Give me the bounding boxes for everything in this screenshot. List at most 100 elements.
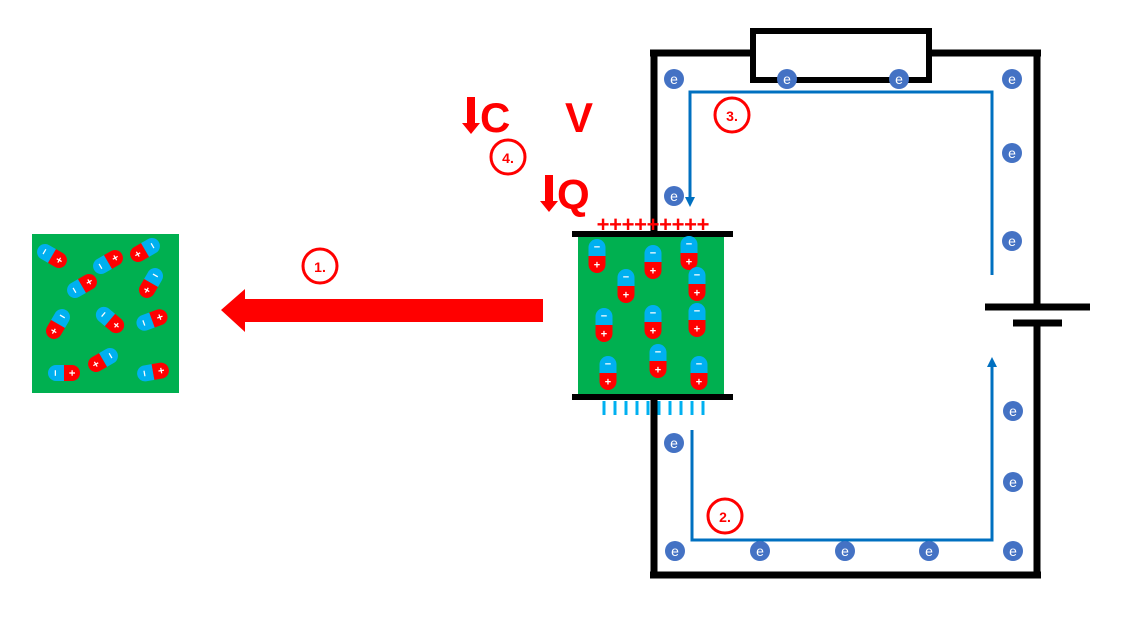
current-path-bottom — [690, 357, 997, 542]
electron-symbol: e — [1008, 233, 1016, 249]
minus-sign: − — [103, 350, 117, 362]
positive-charge: + — [634, 212, 647, 237]
minus-sign: − — [94, 260, 108, 272]
dipole: −+ — [617, 269, 635, 303]
dipole: −+ — [37, 244, 67, 268]
electron: e — [664, 186, 684, 206]
electron-symbol: e — [925, 543, 933, 559]
step-3-label: 3. — [726, 108, 738, 124]
plus-sign: + — [605, 377, 611, 389]
minus-sign: − — [694, 306, 700, 318]
plus-sign: + — [694, 288, 700, 300]
dipole: −+ — [644, 305, 662, 339]
aligned-dipoles: −+−+−+−+−+−+−+−+−+−+−+ — [588, 236, 708, 390]
capacitance-label: C — [480, 94, 510, 141]
down-arrow-icon — [540, 175, 558, 212]
plus-sign: + — [594, 260, 600, 272]
positive-charge: + — [622, 212, 635, 237]
minus-sign: − — [50, 370, 62, 376]
dipole: −+ — [595, 308, 613, 342]
random-dipoles: −+−+−+−+−+−+−+−+−+−+−+ — [37, 238, 169, 382]
electron-symbol: e — [671, 543, 679, 559]
minus-sign: − — [149, 269, 161, 283]
plus-sign: + — [655, 365, 661, 377]
step-1: 1. — [301, 247, 339, 285]
minus-sign: − — [145, 240, 159, 252]
electron: e — [664, 69, 684, 89]
positive-charge: + — [672, 212, 685, 237]
charge-decrease: Q — [540, 171, 590, 218]
plus-sign: + — [141, 284, 153, 298]
minus-sign: − — [655, 347, 661, 359]
minus-sign: − — [623, 272, 629, 284]
electron-symbol: e — [1009, 403, 1017, 419]
electron-symbol: e — [1009, 543, 1017, 559]
minus-sign: − — [605, 359, 611, 371]
plus-sign: + — [88, 359, 102, 371]
electron: e — [919, 541, 939, 561]
step-1-label: 1. — [314, 259, 326, 275]
electron-symbol: e — [756, 543, 764, 559]
minus-sign: − — [694, 270, 700, 282]
top-plate-positive-charges: +++++++++ — [597, 212, 710, 237]
plus-sign: + — [650, 266, 656, 278]
electron: e — [889, 69, 909, 89]
electron: e — [1002, 231, 1022, 251]
dipole: −+ — [88, 348, 118, 372]
minus-sign: − — [594, 242, 600, 254]
removal-arrow — [221, 289, 543, 332]
circuit — [650, 28, 1090, 579]
positive-charge: + — [609, 212, 622, 237]
electron: e — [835, 541, 855, 561]
plus-sign: + — [650, 326, 656, 338]
electron-symbol: e — [1009, 474, 1017, 490]
dipole: −+ — [588, 239, 606, 273]
dipole: −+ — [93, 250, 123, 274]
charge-label: Q — [557, 171, 590, 218]
plus-sign: + — [48, 325, 60, 339]
plus-sign: + — [154, 312, 167, 322]
removed-dielectric: −+−+−+−+−+−+−+−+−+−+−+ — [32, 234, 179, 393]
step-2-label: 2. — [719, 509, 731, 525]
down-arrow-icon — [462, 97, 480, 134]
dipole: −+ — [644, 245, 662, 279]
dipole: −+ — [688, 303, 706, 337]
dipole: −+ — [136, 309, 168, 331]
positive-charge: + — [684, 212, 697, 237]
dipole: −+ — [649, 344, 667, 378]
plus-sign: + — [83, 276, 97, 288]
electron: e — [777, 69, 797, 89]
plus-sign: + — [686, 257, 692, 269]
electron: e — [665, 541, 685, 561]
electron: e — [1003, 472, 1023, 492]
positive-charge: + — [597, 212, 610, 237]
plus-sign: + — [67, 370, 79, 376]
electron-symbol: e — [670, 435, 678, 451]
plus-sign: + — [130, 249, 144, 261]
current-path-top — [685, 90, 994, 275]
plus-sign: + — [155, 366, 168, 374]
plus-sign: + — [696, 377, 702, 389]
minus-sign: − — [38, 246, 52, 258]
electron: e — [1003, 401, 1023, 421]
dipole: −+ — [688, 267, 706, 301]
electron-symbol: e — [783, 71, 791, 87]
positive-charge: + — [659, 212, 672, 237]
minus-sign: − — [68, 284, 82, 296]
dipole: −+ — [95, 306, 125, 334]
positive-charge: + — [647, 212, 660, 237]
minus-sign: − — [601, 311, 607, 323]
electron-symbol: e — [895, 71, 903, 87]
electron-symbol: e — [1008, 145, 1016, 161]
minus-sign: − — [650, 308, 656, 320]
step-4: 4. — [489, 138, 527, 176]
electron: e — [1003, 541, 1023, 561]
electron: e — [750, 541, 770, 561]
step-2: 2. — [706, 497, 744, 535]
plus-sign: + — [694, 324, 700, 336]
capacitor: +++++++++ −+−+−+−+−+−+−+−+−+−+−+ — [572, 212, 733, 415]
dipole: −+ — [139, 268, 163, 298]
electron-symbol: e — [841, 543, 849, 559]
electron-symbol: e — [1008, 71, 1016, 87]
